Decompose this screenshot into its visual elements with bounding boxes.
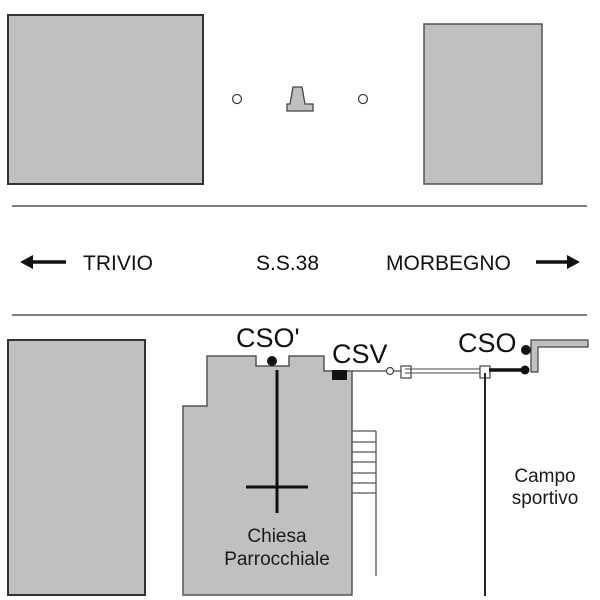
direction-left-label: TRIVIO bbox=[83, 252, 153, 275]
cso-end-marker bbox=[520, 365, 530, 375]
church-label-line2: Parrocchiale bbox=[224, 549, 330, 570]
pipe-double bbox=[405, 368, 481, 374]
church-stairs bbox=[352, 430, 377, 576]
valve-small-icon bbox=[385, 366, 395, 376]
church-label-line1: Chiesa bbox=[247, 526, 307, 547]
road-name-label: S.S.38 bbox=[256, 252, 319, 275]
field-label-line2: sportivo bbox=[512, 488, 579, 509]
junction-box-left bbox=[400, 365, 412, 379]
church-building bbox=[182, 355, 353, 596]
monument-icon bbox=[286, 86, 314, 112]
post-right-icon bbox=[357, 93, 369, 105]
cso-prime-marker bbox=[267, 356, 277, 366]
building-top-right bbox=[423, 23, 543, 185]
building-top-left bbox=[7, 14, 204, 185]
direction-right-label: MORBEGNO bbox=[386, 252, 511, 275]
cso-label: CSO bbox=[458, 328, 517, 358]
field-label-line1: Campo bbox=[514, 466, 575, 487]
building-bottom-left bbox=[7, 339, 146, 596]
cso-prime-label: CSO' bbox=[236, 323, 300, 353]
csv-marker bbox=[332, 370, 347, 380]
arrow-right-icon bbox=[536, 255, 580, 269]
arrow-left-icon bbox=[20, 255, 66, 269]
post-left-icon bbox=[231, 93, 243, 105]
csv-label: CSV bbox=[332, 339, 388, 369]
cso-marker bbox=[521, 345, 531, 355]
field-wall bbox=[530, 339, 589, 373]
